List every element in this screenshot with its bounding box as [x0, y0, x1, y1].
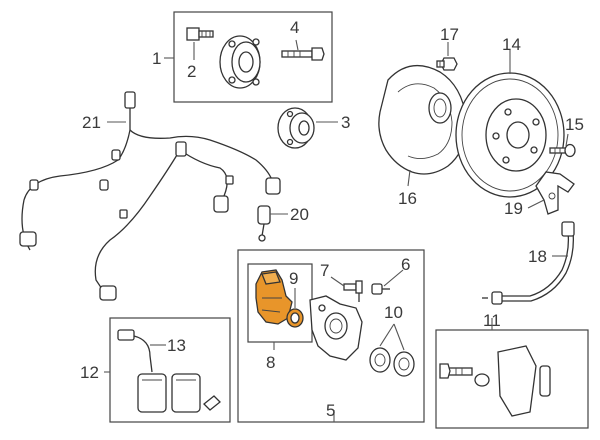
part-13-wear-sensor[interactable]: [117, 329, 153, 373]
label-3: 3: [341, 113, 350, 132]
part-11-bolt-kit[interactable]: [439, 345, 551, 417]
part-7-bleeder-screw[interactable]: [343, 280, 363, 302]
label-5: 5: [326, 401, 335, 420]
label-19: 19: [504, 199, 523, 218]
label-16: 16: [398, 189, 417, 208]
part-15-screw[interactable]: [549, 143, 576, 158]
part-2-bolt[interactable]: [186, 27, 214, 41]
label-20: 20: [290, 205, 309, 224]
label-2: 2: [187, 62, 196, 81]
part-9-seal-ring[interactable]: [286, 308, 304, 328]
part-20-sensor[interactable]: [257, 205, 271, 242]
label-6: 6: [401, 255, 410, 274]
label-9: 9: [289, 269, 298, 288]
part-12-brake-pads[interactable]: [137, 373, 221, 413]
part-4-bolt[interactable]: [281, 47, 325, 61]
part-18-brake-hose[interactable]: [482, 221, 575, 305]
label-15: 15: [565, 115, 584, 134]
part-14-brake-rotor[interactable]: [455, 72, 565, 198]
label-1: 1: [152, 49, 161, 68]
part-3-hub-flange[interactable]: [277, 107, 315, 149]
part-19-bracket[interactable]: [535, 171, 575, 215]
label-11: 11: [483, 311, 501, 330]
label-12: 12: [80, 363, 99, 382]
part-6-dust-cap[interactable]: [371, 283, 390, 295]
label-4: 4: [290, 18, 299, 37]
group-box-1: [173, 11, 333, 103]
part-5-caliper-carrier[interactable]: [309, 295, 363, 361]
group-box-11: [435, 329, 589, 429]
group-box-12: [109, 317, 231, 423]
part-10-piston-seals[interactable]: [369, 347, 415, 377]
part-17-bolt[interactable]: [436, 57, 458, 71]
label-13: 13: [167, 336, 186, 355]
label-10: 10: [384, 303, 403, 322]
part-21-wiring-harness[interactable]: [19, 91, 281, 301]
part-1-wheel-hub[interactable]: [219, 35, 261, 89]
label-7: 7: [320, 261, 329, 280]
label-14: 14: [502, 35, 521, 54]
label-8: 8: [266, 353, 275, 372]
label-21: 21: [82, 113, 101, 132]
part-16-dust-shield[interactable]: [378, 64, 467, 175]
group-box-5: [237, 249, 425, 423]
label-17: 17: [440, 25, 459, 44]
label-18: 18: [528, 247, 547, 266]
part-8-caliper-housing[interactable]: [255, 269, 293, 325]
